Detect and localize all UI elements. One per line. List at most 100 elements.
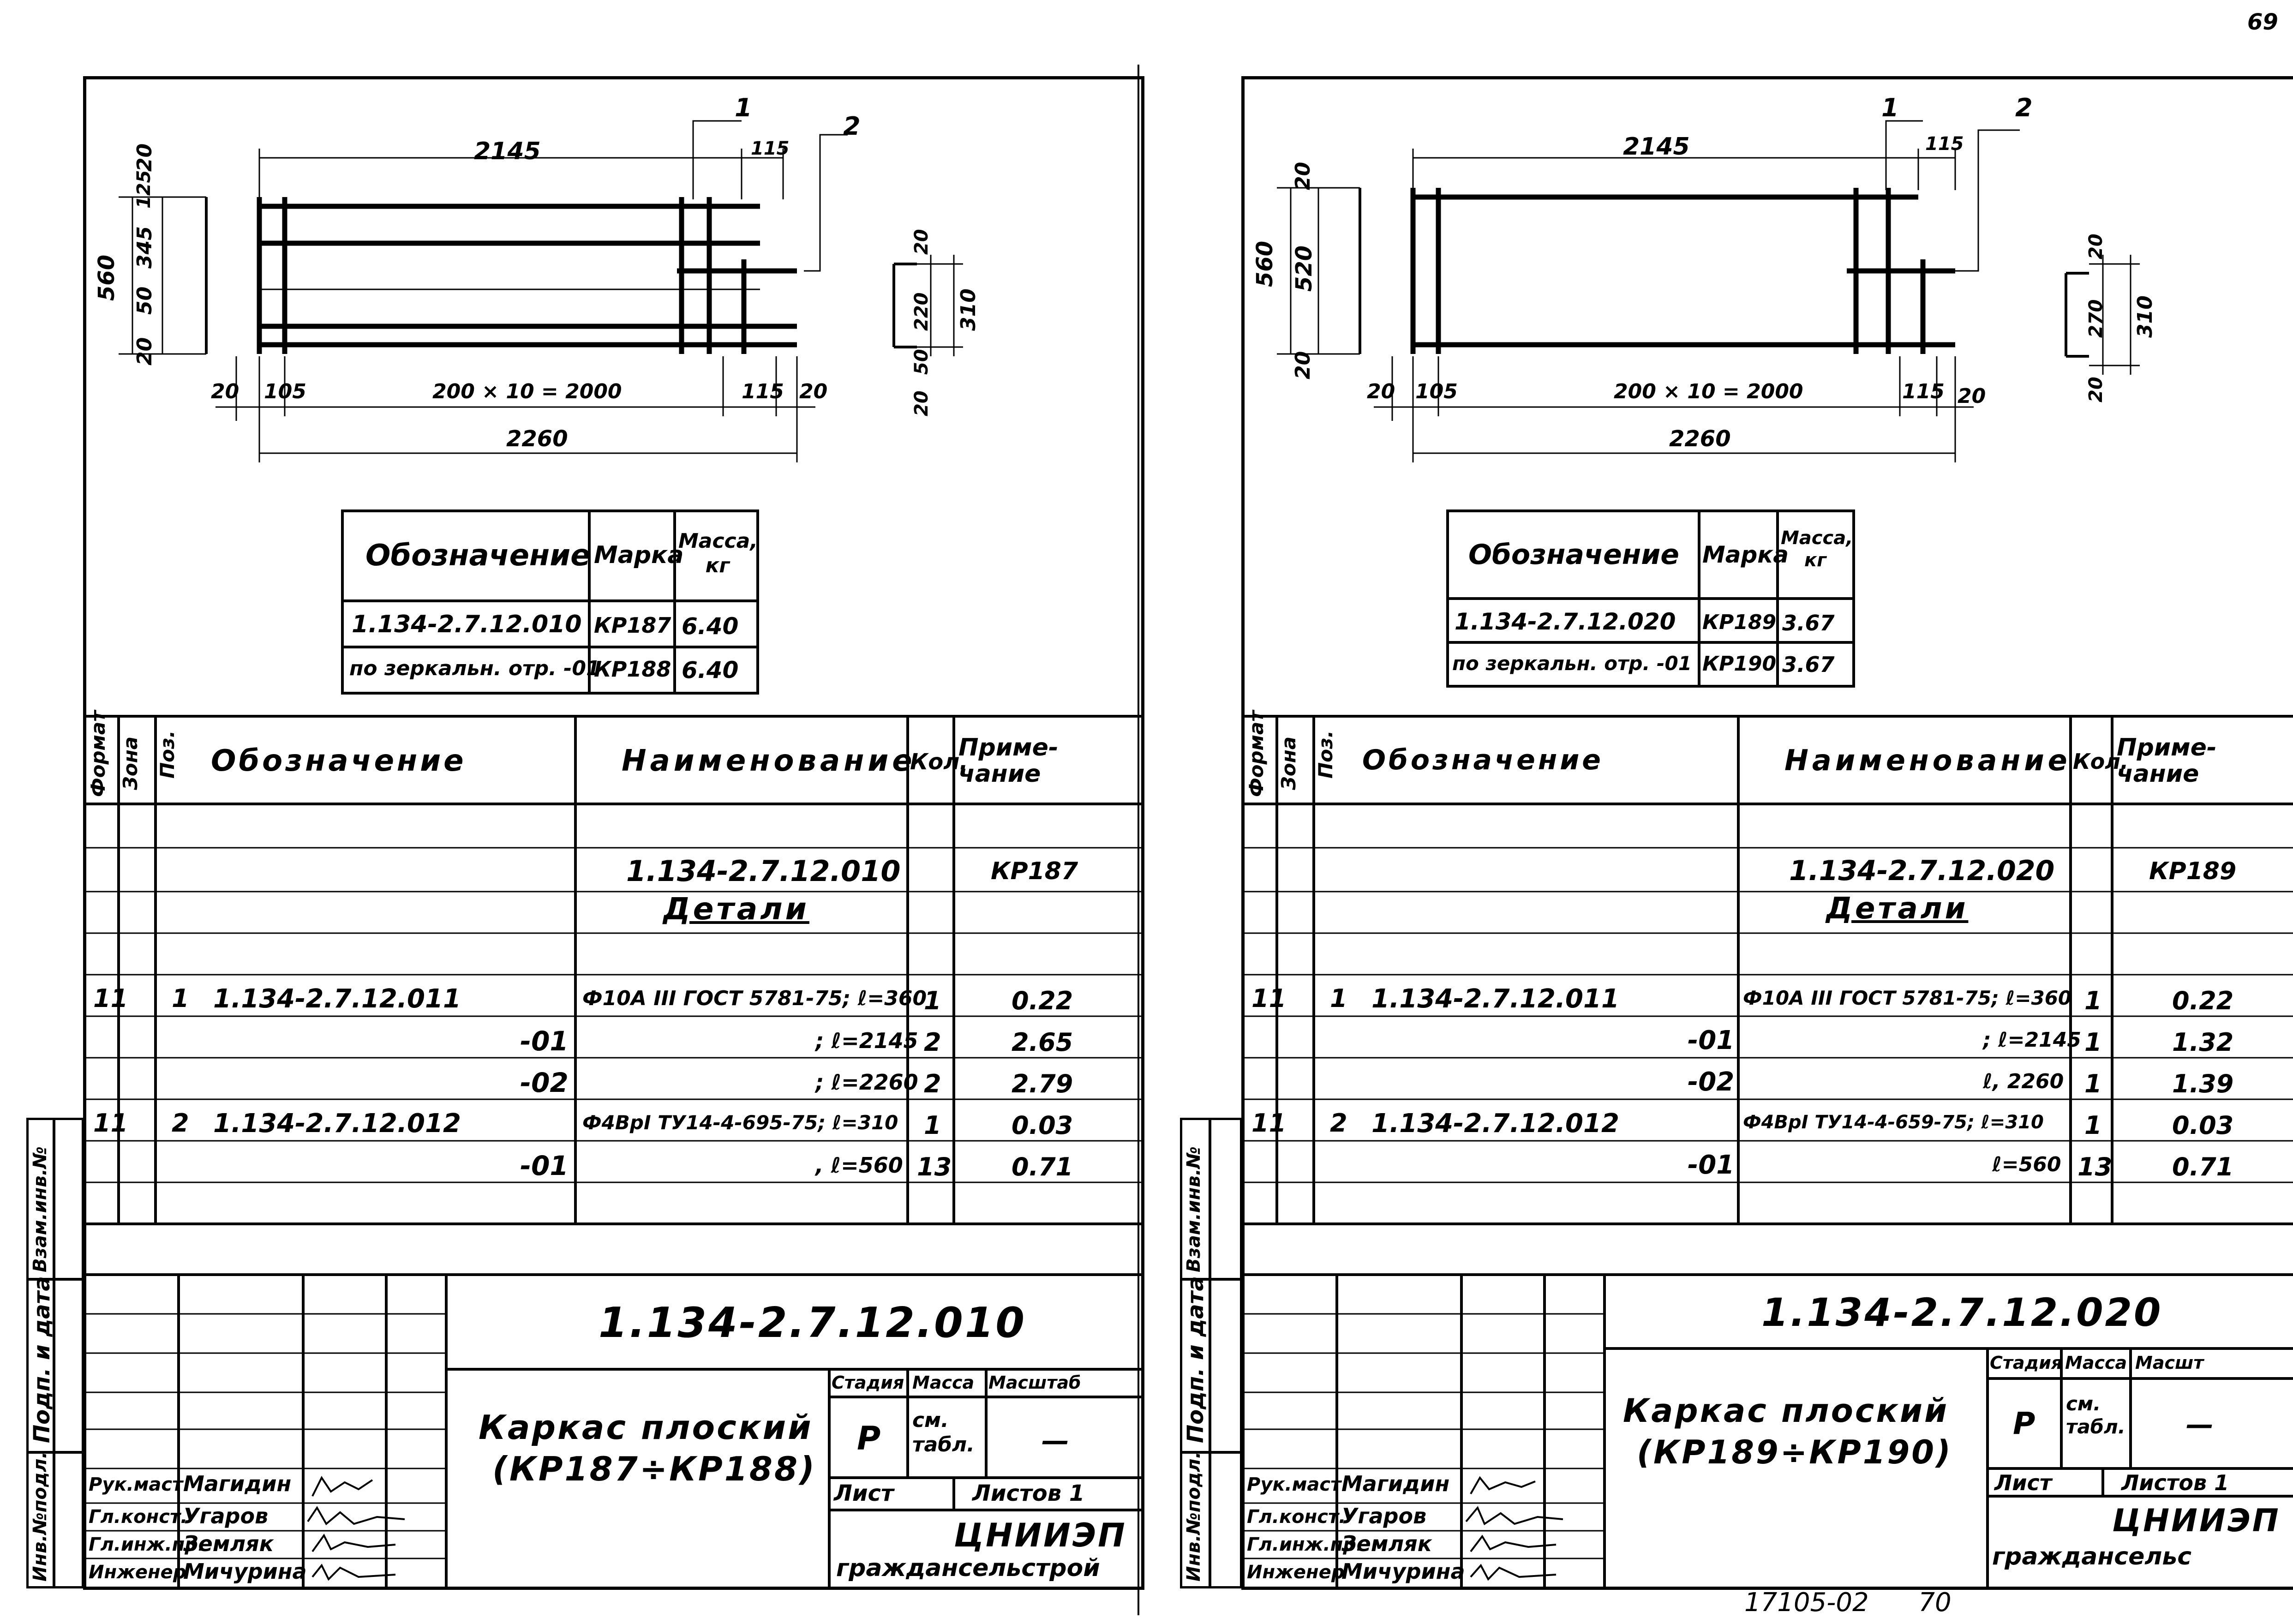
spec-row4-designation: 1.134-2.7.12.012 — [1371, 1109, 1619, 1139]
person-1: Магидин — [1341, 1471, 1450, 1496]
spec-row4-pos: 2 — [1330, 1109, 1347, 1138]
spec-row3-note: 2.79 — [1012, 1069, 1073, 1098]
mark-table: Обозначение Марка Масса, кг 1.134-2.7.12… — [341, 509, 759, 695]
spec-row2-qty: 2 — [924, 1028, 941, 1057]
dim-section-d: 310 — [957, 288, 980, 331]
role-1: Рук.маст. — [89, 1474, 190, 1495]
role-2: Гл.конст. — [1247, 1506, 1346, 1528]
spec-row5-qty: 13 — [917, 1152, 952, 1181]
title-sheet-label: Лист — [1994, 1470, 2052, 1495]
spec-row1-qty: 1 — [924, 986, 941, 1015]
title-scale: — — [2186, 1408, 2214, 1441]
dim-left-b: 50 — [133, 286, 156, 315]
signature-1 — [311, 1476, 373, 1497]
spec-row1-pos: 1 — [172, 984, 189, 1013]
dim-end-offset: 115 — [1925, 133, 1964, 155]
spec-row2-designation: -01 — [1688, 1025, 1735, 1055]
title-name-line1: Каркас плоский — [1623, 1392, 1949, 1430]
role-3: Гл.инж.пр. — [89, 1534, 205, 1555]
mark-row1-mark: КР187 — [594, 613, 671, 638]
side-stamp-replaces: Взам.инв.№ — [30, 1146, 51, 1272]
mark-row1-designation: 1.134-2.7.12.020 — [1455, 608, 1676, 635]
spec-row3-name: ; ℓ=2260 — [815, 1070, 918, 1095]
spec-row3-qty: 2 — [924, 1069, 941, 1098]
dim-bottom-4: 115 — [1902, 380, 1945, 403]
title-header-mass: Масса — [912, 1372, 975, 1393]
mark-row2-designation: по зеркальн. отр. -01 — [349, 657, 600, 680]
dim-bottom-5: 20 — [1958, 384, 1986, 408]
title-sheets-label: Листов 1 — [2121, 1470, 2229, 1495]
spec-row2-note: 2.65 — [1012, 1028, 1073, 1057]
title-stage: Р — [857, 1420, 881, 1457]
title-designation: 1.134-2.7.12.010 — [599, 1299, 1026, 1347]
spec-row4-format: 11 — [93, 1109, 128, 1138]
spec-row1-note: 0.22 — [1012, 986, 1073, 1015]
spec-section-title: Детали — [663, 891, 809, 927]
person-4: Мичурина — [1341, 1559, 1465, 1584]
spec-header-name: Наименование — [1784, 743, 2071, 777]
spec-doc-note: КР189 — [2149, 857, 2237, 885]
drawing-sheet-left: 2145 115 1 2 20 105 200 × 10 = 2000 115 … — [26, 76, 1144, 1590]
spec-header-format: Формат — [87, 710, 109, 797]
spec-doc-note: КР187 — [991, 857, 1078, 885]
spec-row3-designation: -02 — [1688, 1067, 1735, 1097]
spec-table: Формат Зона Поз. Обозначение Наименовани… — [86, 710, 1141, 1242]
spec-row1-qty: 1 — [2084, 986, 2102, 1015]
mark-header-designation: Обозначение — [1468, 539, 1680, 571]
spec-header-designation: Обозначение — [211, 744, 467, 778]
spec-row4-qty: 1 — [924, 1111, 941, 1140]
spec-header-pos: Поз. — [156, 730, 179, 779]
title-stage: Р — [2013, 1406, 2036, 1441]
role-4: Инженер — [89, 1562, 186, 1583]
dim-bottom-3: 200 × 10 = 2000 — [1614, 380, 1803, 403]
dim-left-a: 20 — [1291, 351, 1315, 379]
dim-bottom-3: 200 × 10 = 2000 — [432, 380, 622, 403]
signature-2 — [1465, 1506, 1563, 1525]
spec-header-note: Приме-чание — [958, 734, 1059, 788]
role-1: Рук.маст. — [1247, 1474, 1348, 1495]
org-subname: граждансельс — [1992, 1543, 2192, 1570]
dim-bottom-1: 20 — [1367, 380, 1395, 403]
spec-row5-note: 0.71 — [2172, 1152, 2234, 1181]
mark-row2-mark: КР188 — [594, 657, 671, 682]
dim-total: 2260 — [1669, 426, 1731, 452]
dim-section-b: 50 — [911, 349, 932, 375]
spec-doc-designation: 1.134-2.7.12.010 — [626, 854, 901, 888]
archive-stamp: 17105-02 70 — [1744, 1588, 1952, 1618]
role-3: Гл.инж.пр. — [1247, 1534, 1364, 1555]
spec-row4-format: 11 — [1251, 1109, 1287, 1138]
signature-1 — [1470, 1476, 1536, 1494]
spec-row3-name: ℓ, 2260 — [1983, 1070, 2064, 1093]
archive-number: 17105-02 — [1744, 1588, 1869, 1618]
dim-section-a: 20 — [2085, 234, 2107, 259]
mark-header-mass: Масса, кг — [1781, 527, 1853, 571]
spec-row1-pos: 1 — [1330, 984, 1347, 1013]
spec-header-format: Формат — [1245, 710, 1268, 797]
dim-section-a: 20 — [911, 229, 932, 255]
person-2: Угаров — [183, 1504, 269, 1528]
spec-row4-name: Ф4ВрI ТУ14-4-695-75; ℓ=310 — [582, 1111, 898, 1134]
spec-row5-name: ℓ=560 — [1992, 1153, 2061, 1176]
spec-row4-note: 0.03 — [1012, 1111, 1073, 1140]
spec-header-qty: Кол. — [910, 749, 968, 775]
spec-header-name: Наименование — [622, 744, 916, 778]
mark-row2-designation: по зеркальн. отр. -01 — [1452, 652, 1692, 675]
mark-row2-mass: 3.67 — [1782, 652, 1835, 677]
spec-row1-designation: 1.134-2.7.12.011 — [1371, 984, 1619, 1014]
signature-4 — [311, 1564, 396, 1581]
side-stamp-sign-date: Подп. и дата — [29, 1276, 55, 1443]
spec-header-pos: Поз. — [1314, 730, 1337, 779]
title-header-scale: Масштаб — [988, 1372, 1081, 1393]
mark-row2-mass: 6.40 — [682, 657, 739, 683]
spec-row1-format: 11 — [1251, 984, 1287, 1013]
org-subname: граждансельстрой — [836, 1554, 1100, 1582]
callout-1: 1 — [1881, 93, 1899, 122]
person-3: Земляк — [1341, 1531, 1432, 1556]
title-block: 1.134-2.7.12.020 Каркас плоский (КР189÷К… — [1245, 1273, 2293, 1588]
person-4: Мичурина — [183, 1559, 307, 1584]
title-name-line1: Каркас плоский — [479, 1408, 813, 1447]
side-stamp: Инв.№подл. Подп. и дата Взам.инв.№ — [26, 1118, 84, 1588]
mark-table: Обозначение Марка Масса, кг 1.134-2.7.12… — [1446, 509, 1855, 688]
spec-row2-name: ; ℓ=2145 — [1983, 1028, 2081, 1052]
mark-row1-mark: КР189 — [1702, 611, 1777, 634]
